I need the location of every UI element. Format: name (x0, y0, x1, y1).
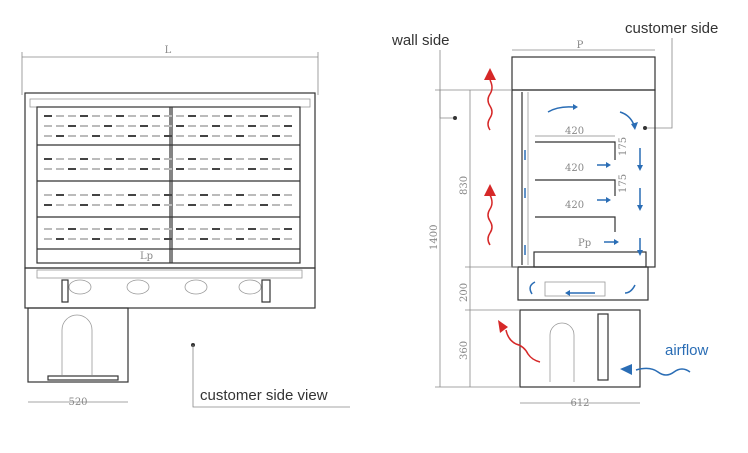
customer-side-label: customer side (625, 20, 718, 37)
svg-text:420: 420 (565, 126, 584, 137)
product-pattern (44, 115, 292, 240)
cold-air-arrows (524, 104, 691, 376)
svg-text:420: 420 (565, 200, 584, 211)
svg-text:420: 420 (565, 163, 584, 174)
svg-text:175: 175 (618, 174, 629, 193)
canopy (511, 56, 656, 91)
width-label: L (165, 45, 172, 56)
airflow-label: airflow (665, 342, 709, 359)
base (24, 267, 316, 309)
side-view: wall side customer side P 420 420 420 17… (391, 20, 718, 409)
evaporator-base (517, 266, 649, 301)
inner-depth-label: Pp (578, 238, 591, 249)
base-depth-label: 612 (570, 398, 589, 409)
depth-label: P (577, 40, 584, 51)
compressor-box (27, 307, 129, 383)
condensing-unit (519, 309, 641, 388)
total-height-label: 1400 (429, 225, 440, 250)
unit-height-label: 360 (459, 341, 470, 360)
front-view: L Lp 520 customer side view (21, 45, 350, 408)
glass-area (36, 106, 301, 264)
base-width-label: 520 (68, 397, 87, 408)
inner-width-label: Lp (140, 251, 153, 262)
base-vents (68, 279, 262, 295)
shelf-depth-dimensions: 420 420 420 175 175 Pp (535, 126, 629, 249)
wall-side-label: wall side (391, 32, 450, 49)
warm-air-arrows (484, 68, 541, 363)
customer-side-view-caption: customer side view (200, 387, 328, 404)
svg-text:175: 175 (618, 137, 629, 156)
display-height-label: 830 (459, 176, 470, 195)
shelves (37, 144, 300, 250)
base-height-label: 200 (459, 283, 470, 302)
